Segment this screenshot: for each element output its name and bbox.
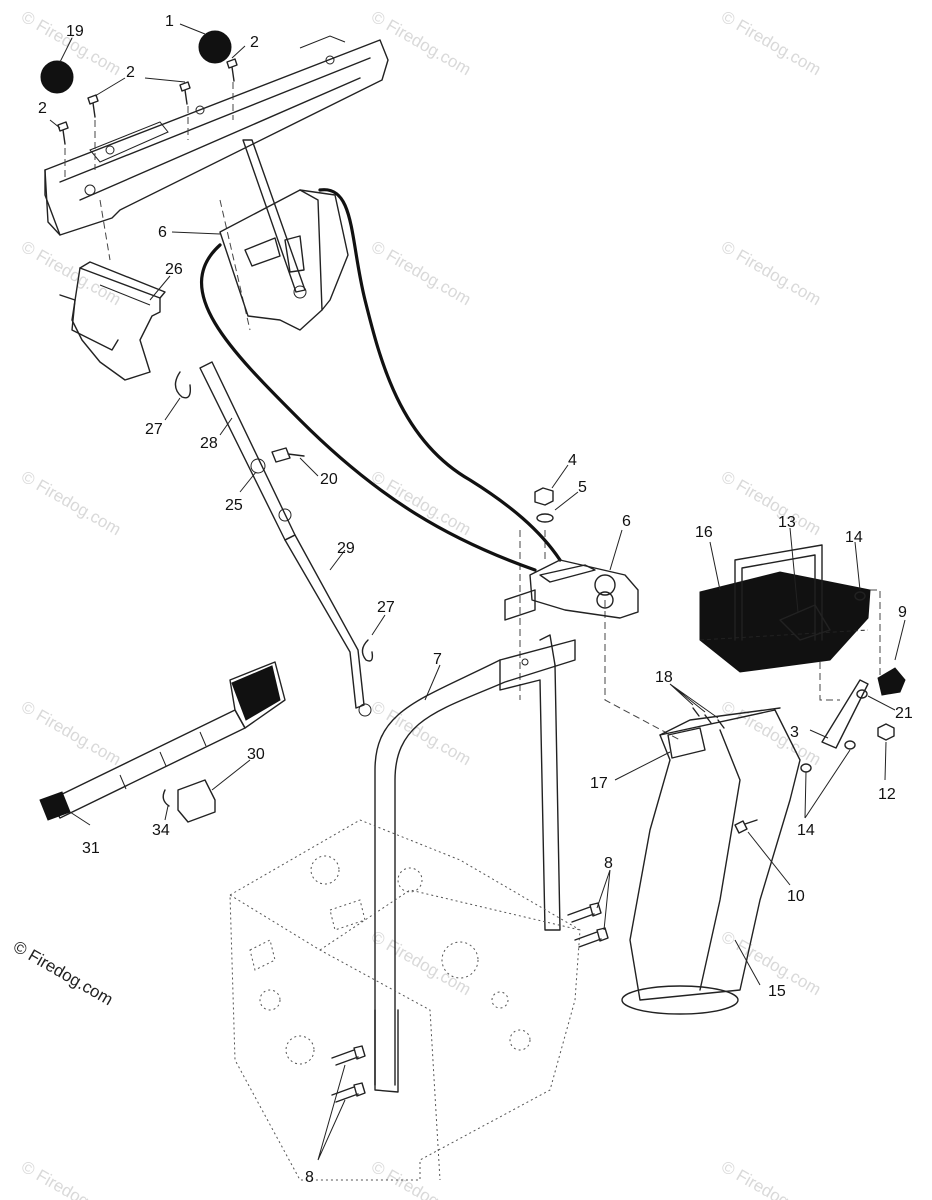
callout-29: 29 bbox=[337, 540, 355, 557]
chute-control-lower bbox=[504, 559, 639, 621]
chute-15 bbox=[621, 707, 801, 1015]
callout-14-top: 14 bbox=[845, 529, 863, 546]
washer-5 bbox=[536, 513, 554, 523]
watermark-text: © Firedog.com bbox=[18, 697, 124, 769]
callout-1: 1 bbox=[165, 13, 174, 30]
callout-labels: 19 1 2 2 2 2 6 26 27 28 20 25 4 5 6 29 2… bbox=[38, 13, 913, 1186]
bolts-8 bbox=[331, 902, 609, 1103]
callout-8-bottom: 8 bbox=[305, 1169, 314, 1186]
callout-2-b: 2 bbox=[126, 64, 135, 81]
control-cable bbox=[199, 243, 537, 572]
callout-34: 34 bbox=[152, 822, 170, 839]
knob-9 bbox=[877, 667, 906, 696]
control-knob-right bbox=[198, 30, 232, 64]
extension-31 bbox=[39, 661, 286, 821]
callout-16: 16 bbox=[695, 524, 713, 541]
washer-14-top bbox=[854, 591, 866, 601]
copyright-notice: © Firedog.com bbox=[10, 937, 116, 1009]
callout-19: 19 bbox=[66, 23, 84, 40]
callout-21: 21 bbox=[895, 705, 913, 722]
callout-18: 18 bbox=[655, 669, 673, 686]
pin-34 bbox=[162, 789, 170, 807]
rod-29 bbox=[284, 534, 365, 709]
callout-26: 26 bbox=[165, 261, 183, 278]
callout-6-lower: 6 bbox=[622, 513, 631, 530]
lever-3 bbox=[821, 679, 869, 749]
callout-7: 7 bbox=[433, 651, 442, 668]
watermark-text: © Firedog.com bbox=[18, 1157, 124, 1200]
callout-9: 9 bbox=[898, 604, 907, 621]
watermark-text: © Firedog.com bbox=[368, 237, 474, 309]
callout-30: 30 bbox=[247, 746, 265, 763]
callout-13: 13 bbox=[778, 514, 796, 531]
handle-tube-7 bbox=[374, 634, 576, 1093]
watermark-text: © Firedog.com bbox=[368, 467, 474, 539]
callout-5: 5 bbox=[578, 479, 587, 496]
callout-27-lower: 27 bbox=[377, 599, 395, 616]
nut-4 bbox=[534, 487, 554, 506]
watermark-text: © Firedog.com bbox=[718, 237, 824, 309]
callout-15: 15 bbox=[768, 983, 786, 1000]
leader-lines bbox=[49, 23, 906, 1161]
watermark-text: © Firedog.com bbox=[368, 1157, 474, 1200]
callout-25: 25 bbox=[225, 497, 243, 514]
watermark-text: © Firedog.com bbox=[718, 1157, 824, 1200]
callout-28: 28 bbox=[200, 435, 218, 452]
watermark-text: © Firedog.com bbox=[368, 927, 474, 999]
watermark-text: © Firedog.com bbox=[718, 7, 824, 79]
dash-panel bbox=[44, 35, 389, 236]
watermark-text: © Firedog.com bbox=[18, 467, 124, 539]
watermark-text: © Firedog.com bbox=[718, 467, 824, 539]
screws-2 bbox=[57, 58, 238, 145]
callout-6-upper: 6 bbox=[158, 224, 167, 241]
callout-31: 31 bbox=[82, 840, 100, 857]
callout-20: 20 bbox=[320, 471, 338, 488]
callout-2-a: 2 bbox=[250, 34, 259, 51]
watermark-text: © Firedog.com bbox=[718, 697, 824, 769]
callout-17: 17 bbox=[590, 775, 608, 792]
callout-3: 3 bbox=[790, 724, 799, 741]
engine-housing bbox=[229, 819, 581, 1181]
callout-14-bottom: 14 bbox=[797, 822, 815, 839]
callout-2-c: 2 bbox=[38, 100, 47, 117]
bracket-26 bbox=[59, 261, 166, 381]
clip-30 bbox=[177, 779, 216, 823]
control-knob-left bbox=[40, 60, 74, 94]
watermark-text: © Firedog.com bbox=[18, 7, 124, 79]
callout-27-upper: 27 bbox=[145, 421, 163, 438]
callout-8-right: 8 bbox=[604, 855, 613, 872]
callout-4: 4 bbox=[568, 452, 577, 469]
watermark-text: © Firedog.com bbox=[368, 7, 474, 79]
deflector-16 bbox=[699, 544, 871, 673]
chute-control-upper bbox=[219, 189, 349, 331]
callout-12: 12 bbox=[878, 786, 896, 803]
callout-10: 10 bbox=[787, 888, 805, 905]
